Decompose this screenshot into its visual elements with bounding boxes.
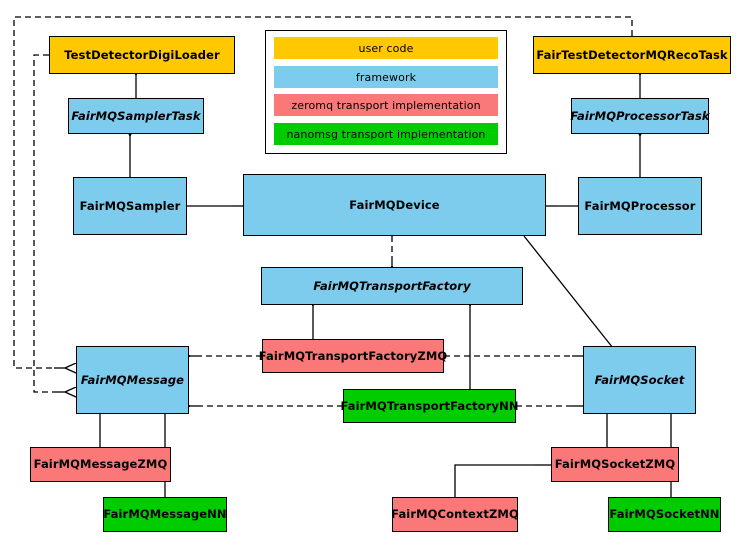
class-node-fairtestdetectormqrecotask[interactable]: FairTestDetectorMQRecoTask (533, 36, 731, 74)
legend-label-nanomsg: nanomsg transport implementation (286, 127, 486, 141)
edge-socketzmq-composes-contextzmq (454, 464, 535, 497)
class-node-fairmqsocket[interactable]: FairMQSocket (583, 346, 696, 414)
class-node-fairmqsocketnn[interactable]: FairMQSocketNN (608, 497, 721, 532)
legend-label-framework: framework (355, 70, 417, 84)
class-node-fairmqtransportfactorynn[interactable]: FairMQTransportFactoryNN (340, 389, 518, 423)
legend-item-user-code: user code (274, 37, 498, 59)
class-node-fairmqsampler[interactable]: FairMQSampler (73, 177, 187, 235)
class-node-fairmqsamplertask[interactable]: FairMQSamplerTask (68, 98, 204, 134)
class-node-fairmqmessagenn[interactable]: FairMQMessageNN (103, 497, 227, 532)
class-node-fairmqcontextzmq[interactable]: FairMQContextZMQ (391, 497, 519, 532)
class-node-fairmqmessagezmq[interactable]: FairMQMessageZMQ (30, 447, 171, 482)
edge-device-to-socket (523, 235, 606, 339)
edge-digiloader-to-message (33, 54, 54, 393)
class-node-testdetectordigiloader[interactable]: TestDetectorDigiLoader (49, 36, 235, 74)
legend-item-zeromq: zeromq transport implementation (274, 94, 498, 116)
class-node-fairmqprocessor[interactable]: FairMQProcessor (578, 177, 702, 235)
class-node-fairmqsocketzmq[interactable]: FairMQSocketZMQ (551, 447, 679, 482)
class-node-fairmqtransportfactoryzmq[interactable]: FairMQTransportFactoryZMQ (259, 339, 447, 373)
class-node-fairmqprocessortask[interactable]: FairMQProcessorTask (570, 98, 710, 134)
legend-item-nanomsg: nanomsg transport implementation (274, 123, 498, 145)
class-node-fairmqtransportfactory[interactable]: FairMQTransportFactory (261, 267, 523, 305)
class-node-fairmqmessage[interactable]: FairMQMessage (76, 346, 189, 414)
class-node-fairmqdevice[interactable]: FairMQDevice (243, 174, 546, 236)
legend-item-framework: framework (274, 66, 498, 88)
legend-label-user-code: user code (358, 41, 414, 55)
legend-label-zeromq: zeromq transport implementation (291, 98, 481, 112)
